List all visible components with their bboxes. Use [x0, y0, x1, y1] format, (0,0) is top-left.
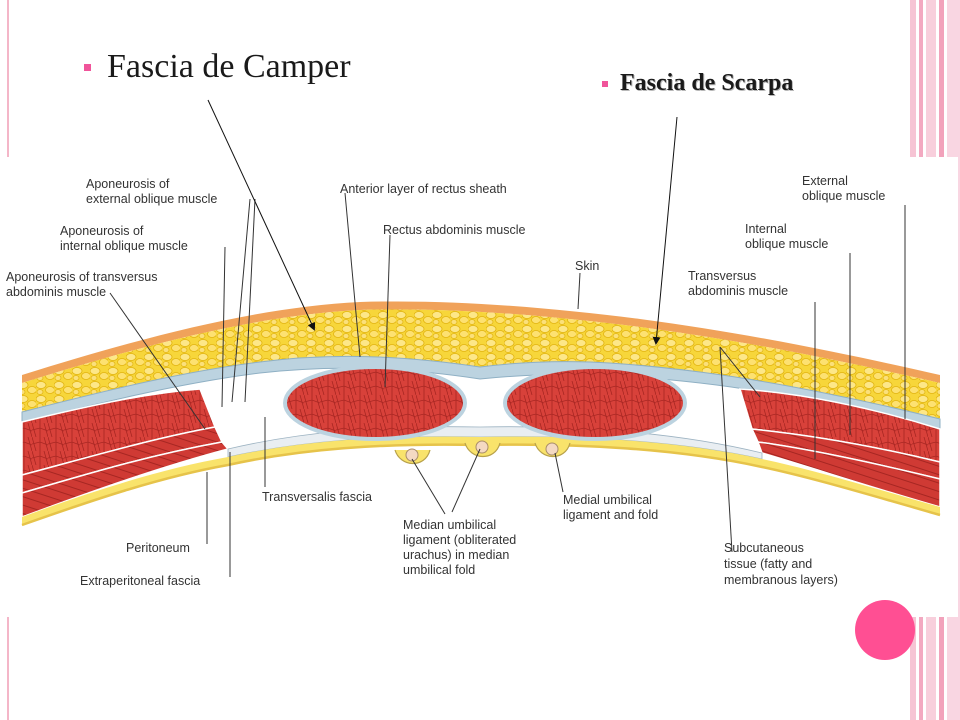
label-subcutaneous-2: tissue (fatty and: [724, 557, 812, 571]
label-median-umbilical-2: ligament (obliterated: [403, 533, 516, 547]
label-extraperitoneal-fascia: Extraperitoneal fascia: [80, 574, 200, 588]
square-bullet-icon: [84, 63, 91, 71]
label-aponeurosis-external-1: Aponeurosis of: [86, 177, 170, 191]
square-bullet-icon: [602, 80, 608, 87]
label-rectus-abdominis: Rectus abdominis muscle: [383, 223, 525, 237]
label-external-oblique-1: External: [802, 174, 848, 188]
label-medial-umbilical-2: ligament and fold: [563, 508, 658, 522]
umbilical-folds: [394, 440, 571, 465]
label-aponeurosis-transversus-1: Aponeurosis of transversus: [6, 270, 157, 284]
label-internal-oblique-2: oblique muscle: [745, 237, 828, 251]
rectus-abdominis-left: [283, 365, 467, 441]
title-scarpa-text: Fascia de Scarpa: [620, 70, 794, 96]
label-subcutaneous-3: membranous layers): [724, 573, 838, 587]
label-median-umbilical-3: urachus) in median: [403, 548, 509, 562]
label-aponeurosis-internal-1: Aponeurosis of: [60, 224, 144, 238]
label-median-umbilical-1: Median umbilical: [403, 518, 496, 532]
title-camper-text: Fascia de Camper: [107, 48, 351, 85]
subcutaneous-fat: [22, 309, 940, 419]
label-transversus-2: abdominis muscle: [688, 284, 788, 298]
label-external-oblique-2: oblique muscle: [802, 189, 885, 203]
label-median-umbilical-4: umbilical fold: [403, 563, 475, 577]
label-aponeurosis-transversus-2: abdominis muscle: [6, 285, 106, 299]
rectus-abdominis-right: [503, 365, 687, 441]
label-internal-oblique-1: Internal: [745, 222, 787, 236]
label-medial-umbilical-1: Medial umbilical: [563, 493, 652, 507]
label-transversus-1: Transversus: [688, 269, 756, 283]
label-skin: Skin: [575, 259, 599, 273]
title-fascia-scarpa: Fascia de Scarpa: [602, 70, 793, 97]
label-aponeurosis-internal-2: internal oblique muscle: [60, 239, 188, 253]
title-fascia-camper: Fascia de Camper: [84, 48, 351, 86]
label-subcutaneous-1: Subcutaneous: [724, 541, 804, 555]
abdominal-wall-diagram: Aponeurosis of external oblique muscle A…: [6, 174, 941, 588]
label-aponeurosis-external-2: external oblique muscle: [86, 192, 217, 206]
label-peritoneum: Peritoneum: [126, 541, 190, 555]
label-transversalis-fascia: Transversalis fascia: [262, 490, 372, 504]
decorative-pink-dot: [855, 600, 915, 660]
label-anterior-layer: Anterior layer of rectus sheath: [340, 182, 507, 196]
extraperitoneal-fat: [22, 436, 940, 525]
